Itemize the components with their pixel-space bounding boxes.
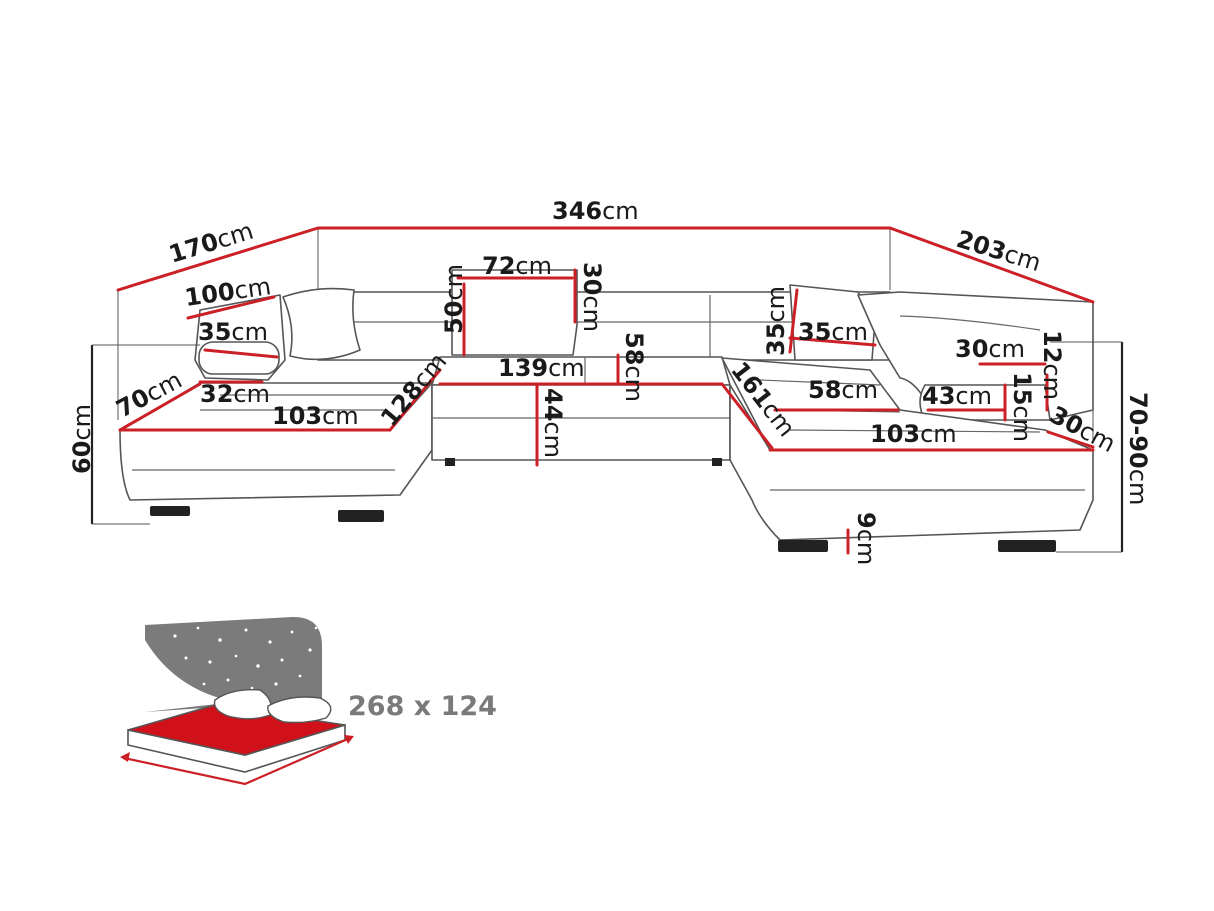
label-center-seat-depth: 58cm xyxy=(620,332,648,402)
label-right-armrest-depth: 12cm xyxy=(1038,330,1066,400)
label-left-seat-length: 103cm xyxy=(272,402,359,430)
label-leg-height: 9cm xyxy=(852,512,880,565)
label-seat-height: 44cm xyxy=(539,388,567,458)
label-left-armrest-width: 32cm xyxy=(200,380,270,408)
dimension-lines xyxy=(116,226,1095,555)
label-left-armrest-length: 100cm xyxy=(183,272,273,312)
label-right-headrest-height: 35cm xyxy=(762,286,790,356)
label-left-armrest-height: 35cm xyxy=(198,318,268,346)
label-right-seat-length: 103cm xyxy=(870,420,957,448)
label-right-armrest-top: 30cm xyxy=(955,335,1025,363)
sofa-legs xyxy=(150,458,1056,552)
label-center-seat-width: 139cm xyxy=(498,354,585,382)
stars-icon xyxy=(166,626,318,702)
label-right-seat-depth: 58cm xyxy=(808,376,878,404)
height-guides xyxy=(90,341,1124,553)
label-backrest-height: 50cm xyxy=(440,264,468,334)
dimension-labels: 346cm 170cm 203cm 100cm 35cm 32cm 70cm 1… xyxy=(68,197,1152,565)
label-right-depth: 203cm xyxy=(953,225,1044,277)
label-right-armrest-inner: 43cm xyxy=(922,382,992,410)
label-right-armrest-height: 15cm xyxy=(1008,372,1036,442)
label-headrest-height: 30cm xyxy=(578,262,606,332)
label-headrest-width: 72cm xyxy=(482,252,552,280)
sofa-outline xyxy=(117,228,1094,541)
label-total-height: 70-90cm xyxy=(1124,392,1152,505)
label-right-headrest-width: 35cm xyxy=(798,318,868,346)
label-total-width: 346cm xyxy=(552,197,639,225)
bed-size-label: 268 x 124 xyxy=(348,691,497,722)
label-left-height: 60cm xyxy=(68,404,96,474)
bed-function-icon xyxy=(120,616,354,786)
